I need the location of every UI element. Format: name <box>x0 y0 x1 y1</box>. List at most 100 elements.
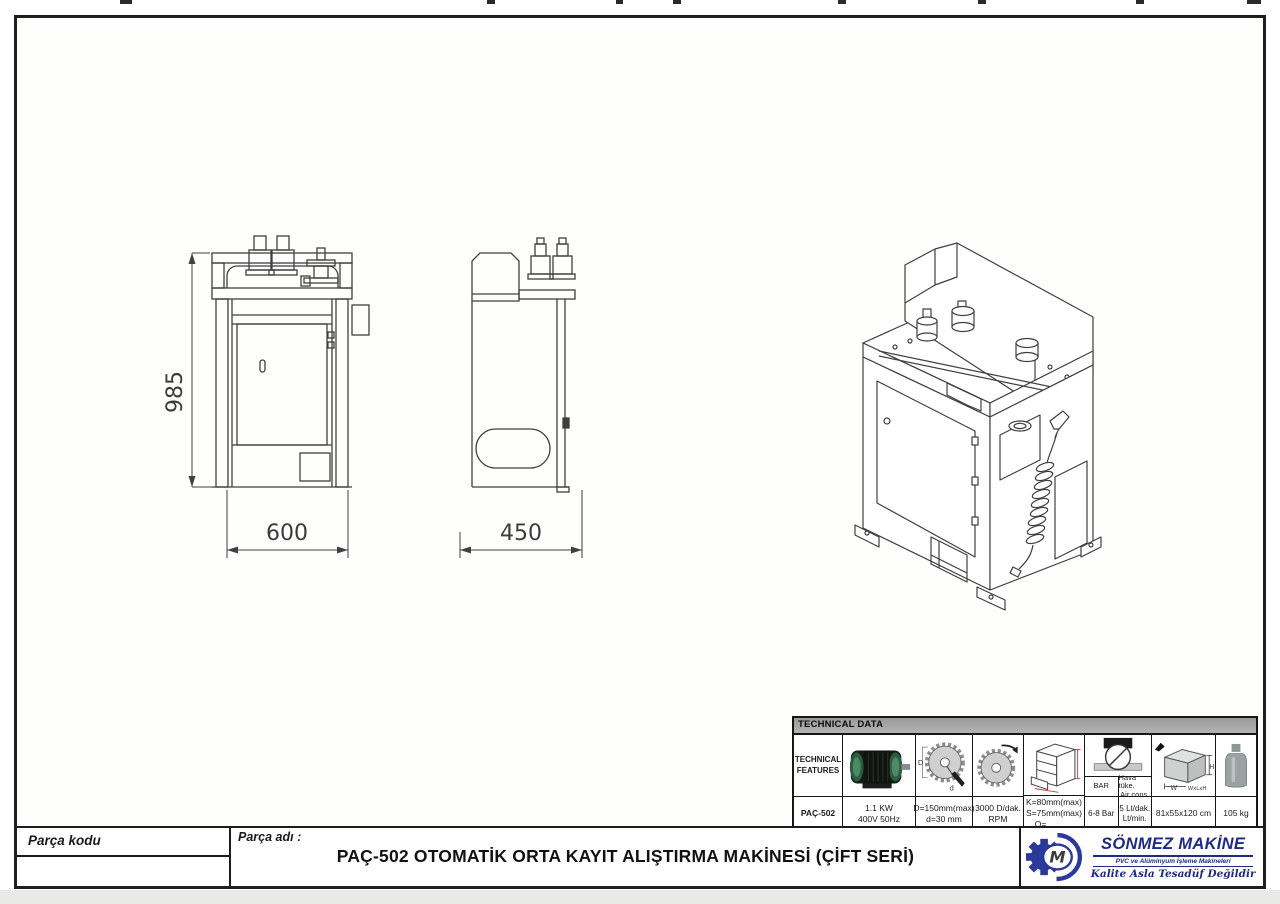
packing-h-label: H <box>1209 762 1214 770</box>
front-width-dimension-label: 600 <box>266 521 308 546</box>
air-consumption-label-tr: Hava tüke. <box>1118 772 1137 791</box>
model-cell: PAÇ-502 <box>800 808 836 819</box>
scan-artifact <box>1247 0 1261 4</box>
part-code-section: Parça kodu <box>17 828 231 886</box>
dim-arrow-left <box>227 546 238 554</box>
air-pressure-subcolumn: BAR 6-8 Bar <box>1085 777 1119 831</box>
packing-w-label: W <box>1170 784 1177 792</box>
package-box-icon: H W WxLxH <box>1154 742 1214 792</box>
air-consumption-label-en: Air cons. <box>1120 789 1150 799</box>
dim-arrow-down <box>188 476 196 487</box>
front-height-dimension-label: 985 <box>165 371 188 413</box>
column-speed: 3000 D/dak. RPM <box>973 735 1024 831</box>
packing-dimensions: 81x55x120 cm <box>1155 808 1212 819</box>
packing-icon-cell: H W WxLxH <box>1152 735 1215 797</box>
side-view-drawing: 450 <box>459 237 583 558</box>
scan-artifact <box>838 0 846 4</box>
profile-dimensions-icon <box>1030 743 1081 793</box>
logo-rule-2 <box>1093 865 1254 867</box>
weight-value: 105 kg <box>1223 808 1249 819</box>
speed-icon-cell <box>973 735 1023 797</box>
motor-voltage: 400V 50Hz <box>857 814 901 824</box>
part-name-section: Parça adı : PAÇ-502 OTOMATİK ORTA KAYIT … <box>231 828 1019 886</box>
gear-monogram-icon: M <box>1025 832 1082 882</box>
isometric-view-drawing <box>854 242 1102 611</box>
air-consumption-subcolumn: Hava tüke. Air cons. 5 Lt/dak. Lt/min. <box>1118 772 1152 831</box>
title-block: Parça kodu Parça adı : PAÇ-502 OTOMATİK … <box>17 826 1263 886</box>
part-name-label: Parça adı : <box>238 830 302 844</box>
bar-value-cell: 6-8 Bar <box>1085 797 1118 831</box>
scan-artifact <box>120 0 132 4</box>
profile-icon-cell <box>1024 735 1084 796</box>
weight-value-cell: 105 kg <box>1216 797 1256 831</box>
table-grid: TECHNICAL FEATURES PAÇ-502 <box>794 735 1256 831</box>
column-weight: 105 kg <box>1216 735 1256 831</box>
gauge-icon-cell <box>1085 735 1151 777</box>
weight-icon-cell <box>1216 735 1256 797</box>
packing-value-cell: 81x55x120 cm <box>1152 797 1215 831</box>
scan-artifact <box>616 0 623 4</box>
table-title-bar: TECHNICAL DATA <box>794 718 1256 735</box>
part-code-value-cell <box>17 857 229 886</box>
company-name: SÖNMEZ MAKİNE <box>1101 834 1246 853</box>
column-blade: D d D=150mm(max) d=30 mm <box>913 735 975 831</box>
column-air: BAR 6-8 Bar Hava tüke. Air cons. <box>1085 735 1152 831</box>
air-consumption-value: 5 Lt/dak. <box>1119 804 1151 813</box>
column-labels: TECHNICAL FEATURES PAÇ-502 <box>794 735 843 831</box>
saw-blade-diameter-icon: D d <box>918 741 965 792</box>
dim-arrow-right <box>337 546 348 554</box>
profile-k-dimension: K=80mm(max) <box>1026 796 1082 807</box>
blade-d-big-label: D <box>918 758 924 767</box>
blade-d-small-label: d <box>949 783 954 792</box>
motor-power: 1.1 KW <box>865 802 893 813</box>
air-pressure-value: 6-8 Bar <box>1088 809 1115 818</box>
dim-arrow-up <box>188 253 196 264</box>
blade-value-cell: D=150mm(max) d=30 mm <box>913 797 975 831</box>
motor-icon-cell <box>843 735 915 797</box>
logo-rule <box>1093 854 1254 857</box>
blade-outer-diameter: D=150mm(max) <box>913 802 975 813</box>
machine-title: PAÇ-502 OTOMATİK ORTA KAYIT ALIŞTIRMA MA… <box>336 846 915 866</box>
speed-value-cell: 3000 D/dak. RPM <box>973 797 1023 831</box>
front-height-dimension <box>191 252 212 488</box>
scan-edge-shadow <box>0 890 1280 904</box>
motor-value-cell: 1.1 KW 400V 50Hz <box>843 797 915 831</box>
column-packing: H W WxLxH 81x55x120 cm <box>1152 735 1216 831</box>
technical-data-table: TECHNICAL DATA TECHNICAL FEATURES PAÇ-50… <box>792 716 1258 833</box>
packing-whl-label: WxLxH <box>1187 786 1206 792</box>
bar-label: BAR <box>1093 781 1109 791</box>
logo-monogram: M <box>1049 848 1065 867</box>
front-view-drawing: 985 600 <box>165 235 370 558</box>
air-consumption-value-cell: 5 Lt/dak. Lt/min. <box>1119 797 1152 831</box>
features-header-cell: TECHNICAL FEATURES <box>794 735 842 797</box>
column-motor: 1.1 KW 400V 50Hz <box>843 735 916 831</box>
weight-icon <box>1225 743 1247 788</box>
side-width-dimension-label: 450 <box>500 521 542 546</box>
company-subtitle: PVC ve Alüminyum İşleme Makineleri <box>1115 857 1231 865</box>
part-code-label: Parça kodu <box>17 828 229 857</box>
scan-artifact <box>673 0 681 4</box>
blade-icon-cell: D d <box>916 735 972 797</box>
column-profile: K=80mm(max) S=75mm(max) Q= <box>1024 735 1085 831</box>
speed-rpm-label: RPM <box>988 814 1008 824</box>
profile-s-dimension: S=75mm(max) <box>1026 807 1082 818</box>
blade-bore-diameter: d=30 mm <box>926 814 962 824</box>
air-consumption-label-cell: Hava tüke. Air cons. <box>1118 772 1151 799</box>
scan-artifact <box>978 0 986 4</box>
bar-label-cell: BAR <box>1085 777 1118 797</box>
profile-q-label: Q= <box>1034 818 1047 829</box>
scan-artifact <box>487 0 495 4</box>
company-slogan: Kalite Asla Tesadüf Değildir <box>1090 867 1256 880</box>
electric-motor-icon <box>849 749 911 788</box>
pressure-gauge-icon <box>1093 737 1143 771</box>
logo-text-block: SÖNMEZ MAKİNE PVC ve Alüminyum İşleme Ma… <box>1085 835 1261 880</box>
drawing-frame: 985 600 <box>14 15 1266 889</box>
speed-rpm-value: 3000 D/dak. <box>975 802 1021 813</box>
company-logo: M SÖNMEZ MAKİNE PVC ve Alüminyum İşleme … <box>1019 828 1263 886</box>
air-subcolumns: BAR 6-8 Bar Hava tüke. Air cons. <box>1085 772 1152 831</box>
dim-arrow-left <box>460 546 471 554</box>
scan-artifact <box>1136 0 1144 4</box>
air-consumption-unit: Lt/min. <box>1122 814 1147 823</box>
dim-arrow-right <box>571 546 582 554</box>
